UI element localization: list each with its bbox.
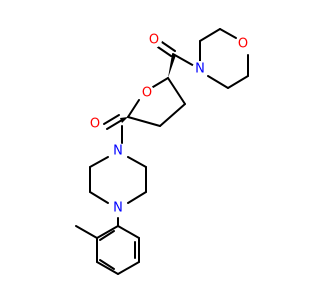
molecule-structure: O N O O O N N — [75, 28, 251, 275]
bond-thf-o-c2 — [152, 77, 169, 88]
atom-o-morpholine-label: O — [238, 37, 248, 52]
bond-morpholine-5 — [227, 75, 249, 89]
atom-n-morpholine: N — [192, 61, 208, 77]
bond-benzene-4 — [96, 261, 119, 275]
atom-n-morpholine-label: N — [195, 62, 205, 77]
atom-o-carbonyl-mid: O — [87, 116, 103, 132]
bond-thf-c5-o — [127, 99, 140, 118]
bond-thf-c2-c3 — [167, 77, 186, 105]
bond-benzene-6 — [96, 225, 119, 239]
bond-morpholine-6 — [207, 75, 229, 89]
bond-piperazine-3 — [127, 191, 147, 204]
bond-piperazine-4 — [89, 191, 109, 204]
atom-o-carbonyl-mid-label: O — [90, 117, 100, 132]
atom-n-piperazine-bottom: N — [110, 200, 126, 216]
bond-morpholine-2 — [199, 28, 221, 42]
atom-o-thf-ring: O — [139, 85, 155, 101]
bond-morpholine-3 — [219, 28, 237, 39]
bond-methyl — [75, 225, 98, 239]
bond-piperazine-6 — [89, 156, 109, 168]
bond-benzene-inner-2 — [99, 259, 115, 270]
atom-n-piperazine-top-label: N — [113, 144, 123, 159]
atom-o-thf-ring-label: O — [142, 86, 152, 101]
bond-carbonyl-top-n — [172, 53, 197, 68]
bond-layer — [75, 28, 249, 275]
bond-thf-c4-c5 — [127, 116, 161, 127]
bond-thf-c3-c4 — [159, 103, 186, 127]
bond-benzene-inner-3 — [99, 230, 115, 241]
atom-n-piperazine-bottom-label: N — [113, 201, 123, 216]
atom-o-morpholine: O — [235, 36, 251, 52]
atom-n-piperazine-top: N — [110, 143, 126, 159]
bond-benzene-1 — [117, 225, 140, 239]
bond-carbonyl-mid-double-a — [103, 114, 120, 125]
bond-benzene-3 — [117, 261, 140, 275]
wedge-bond-thf-c2-carbonyl — [168, 54, 176, 78]
bond-piperazine-1 — [127, 156, 147, 168]
atom-o-carbonyl-top: O — [146, 32, 162, 48]
atom-o-carbonyl-top-label: O — [149, 33, 159, 48]
wedge-bond-thf-c5-carbonyl — [120, 117, 128, 123]
bond-carbonyl-mid-double-b — [106, 119, 123, 130]
